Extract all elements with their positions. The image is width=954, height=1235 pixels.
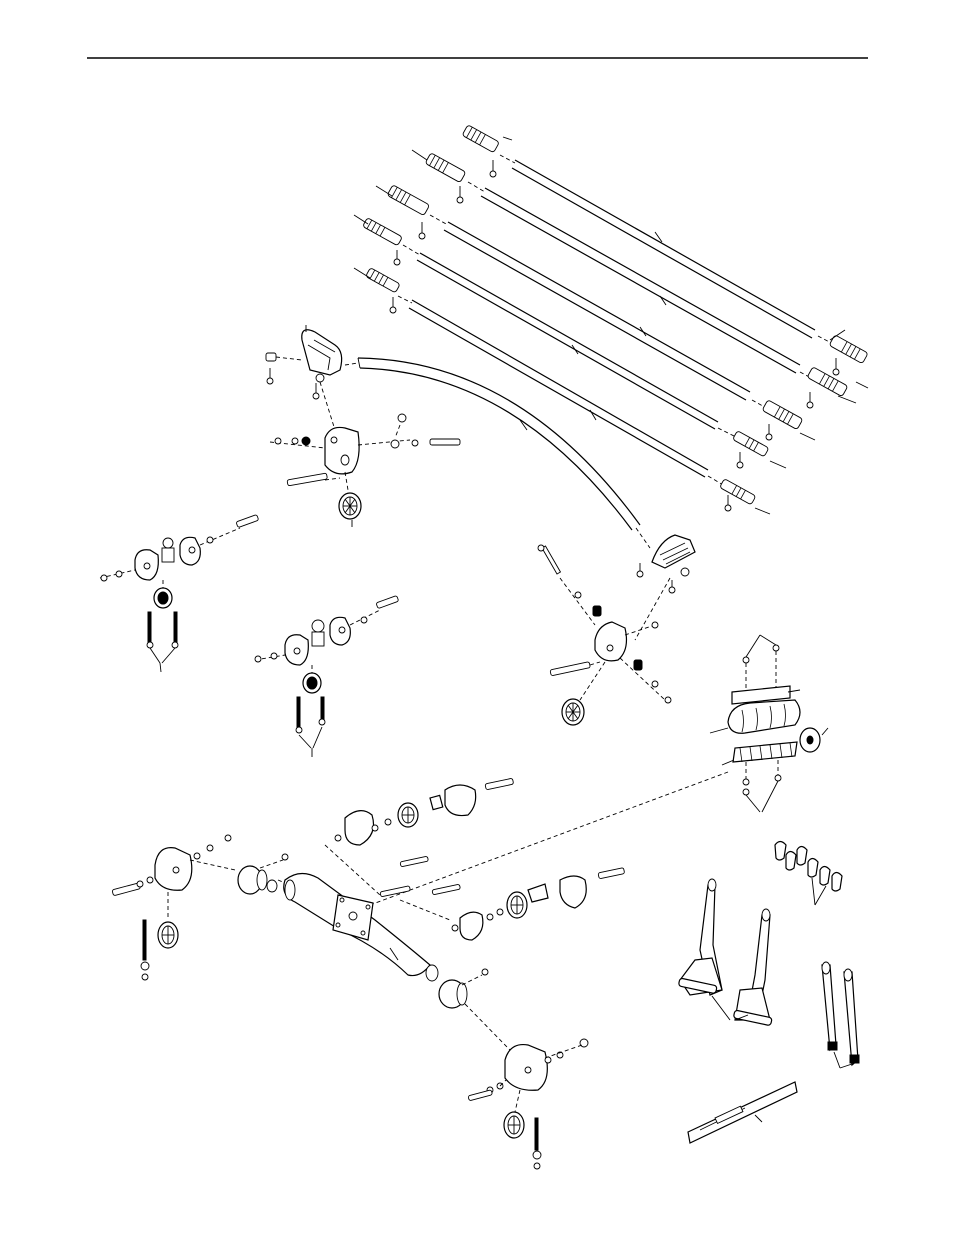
curved-tube-with-plate [284, 873, 438, 981]
left-pulley-assembly-a [100, 514, 259, 672]
rod-holder-bracket [710, 635, 828, 812]
left-pulley-assembly-b [255, 595, 399, 757]
upper-pulley-assembly [270, 414, 460, 527]
long-strap [688, 1082, 797, 1143]
handle-straps [678, 879, 772, 1026]
pulley-wheel [339, 493, 361, 519]
cable-rod-2 [468, 182, 815, 380]
right-pulley-bracket-assembly [538, 535, 695, 725]
rod-end-caps-right [720, 335, 869, 505]
clips [775, 842, 842, 906]
cable-rod-3 [430, 215, 770, 410]
ankle-straps [822, 962, 859, 1068]
lower-right-pulley-assembly [439, 969, 588, 1169]
cable-rods [354, 125, 868, 514]
spring-top [593, 606, 601, 616]
connection-dash [370, 772, 728, 905]
spring-bottom [634, 660, 642, 670]
lower-left-pulley-assembly [112, 835, 290, 980]
upper-left-pulley-bracket [266, 325, 342, 430]
curved-rod [345, 358, 650, 548]
cable-rod-1 [500, 155, 835, 345]
